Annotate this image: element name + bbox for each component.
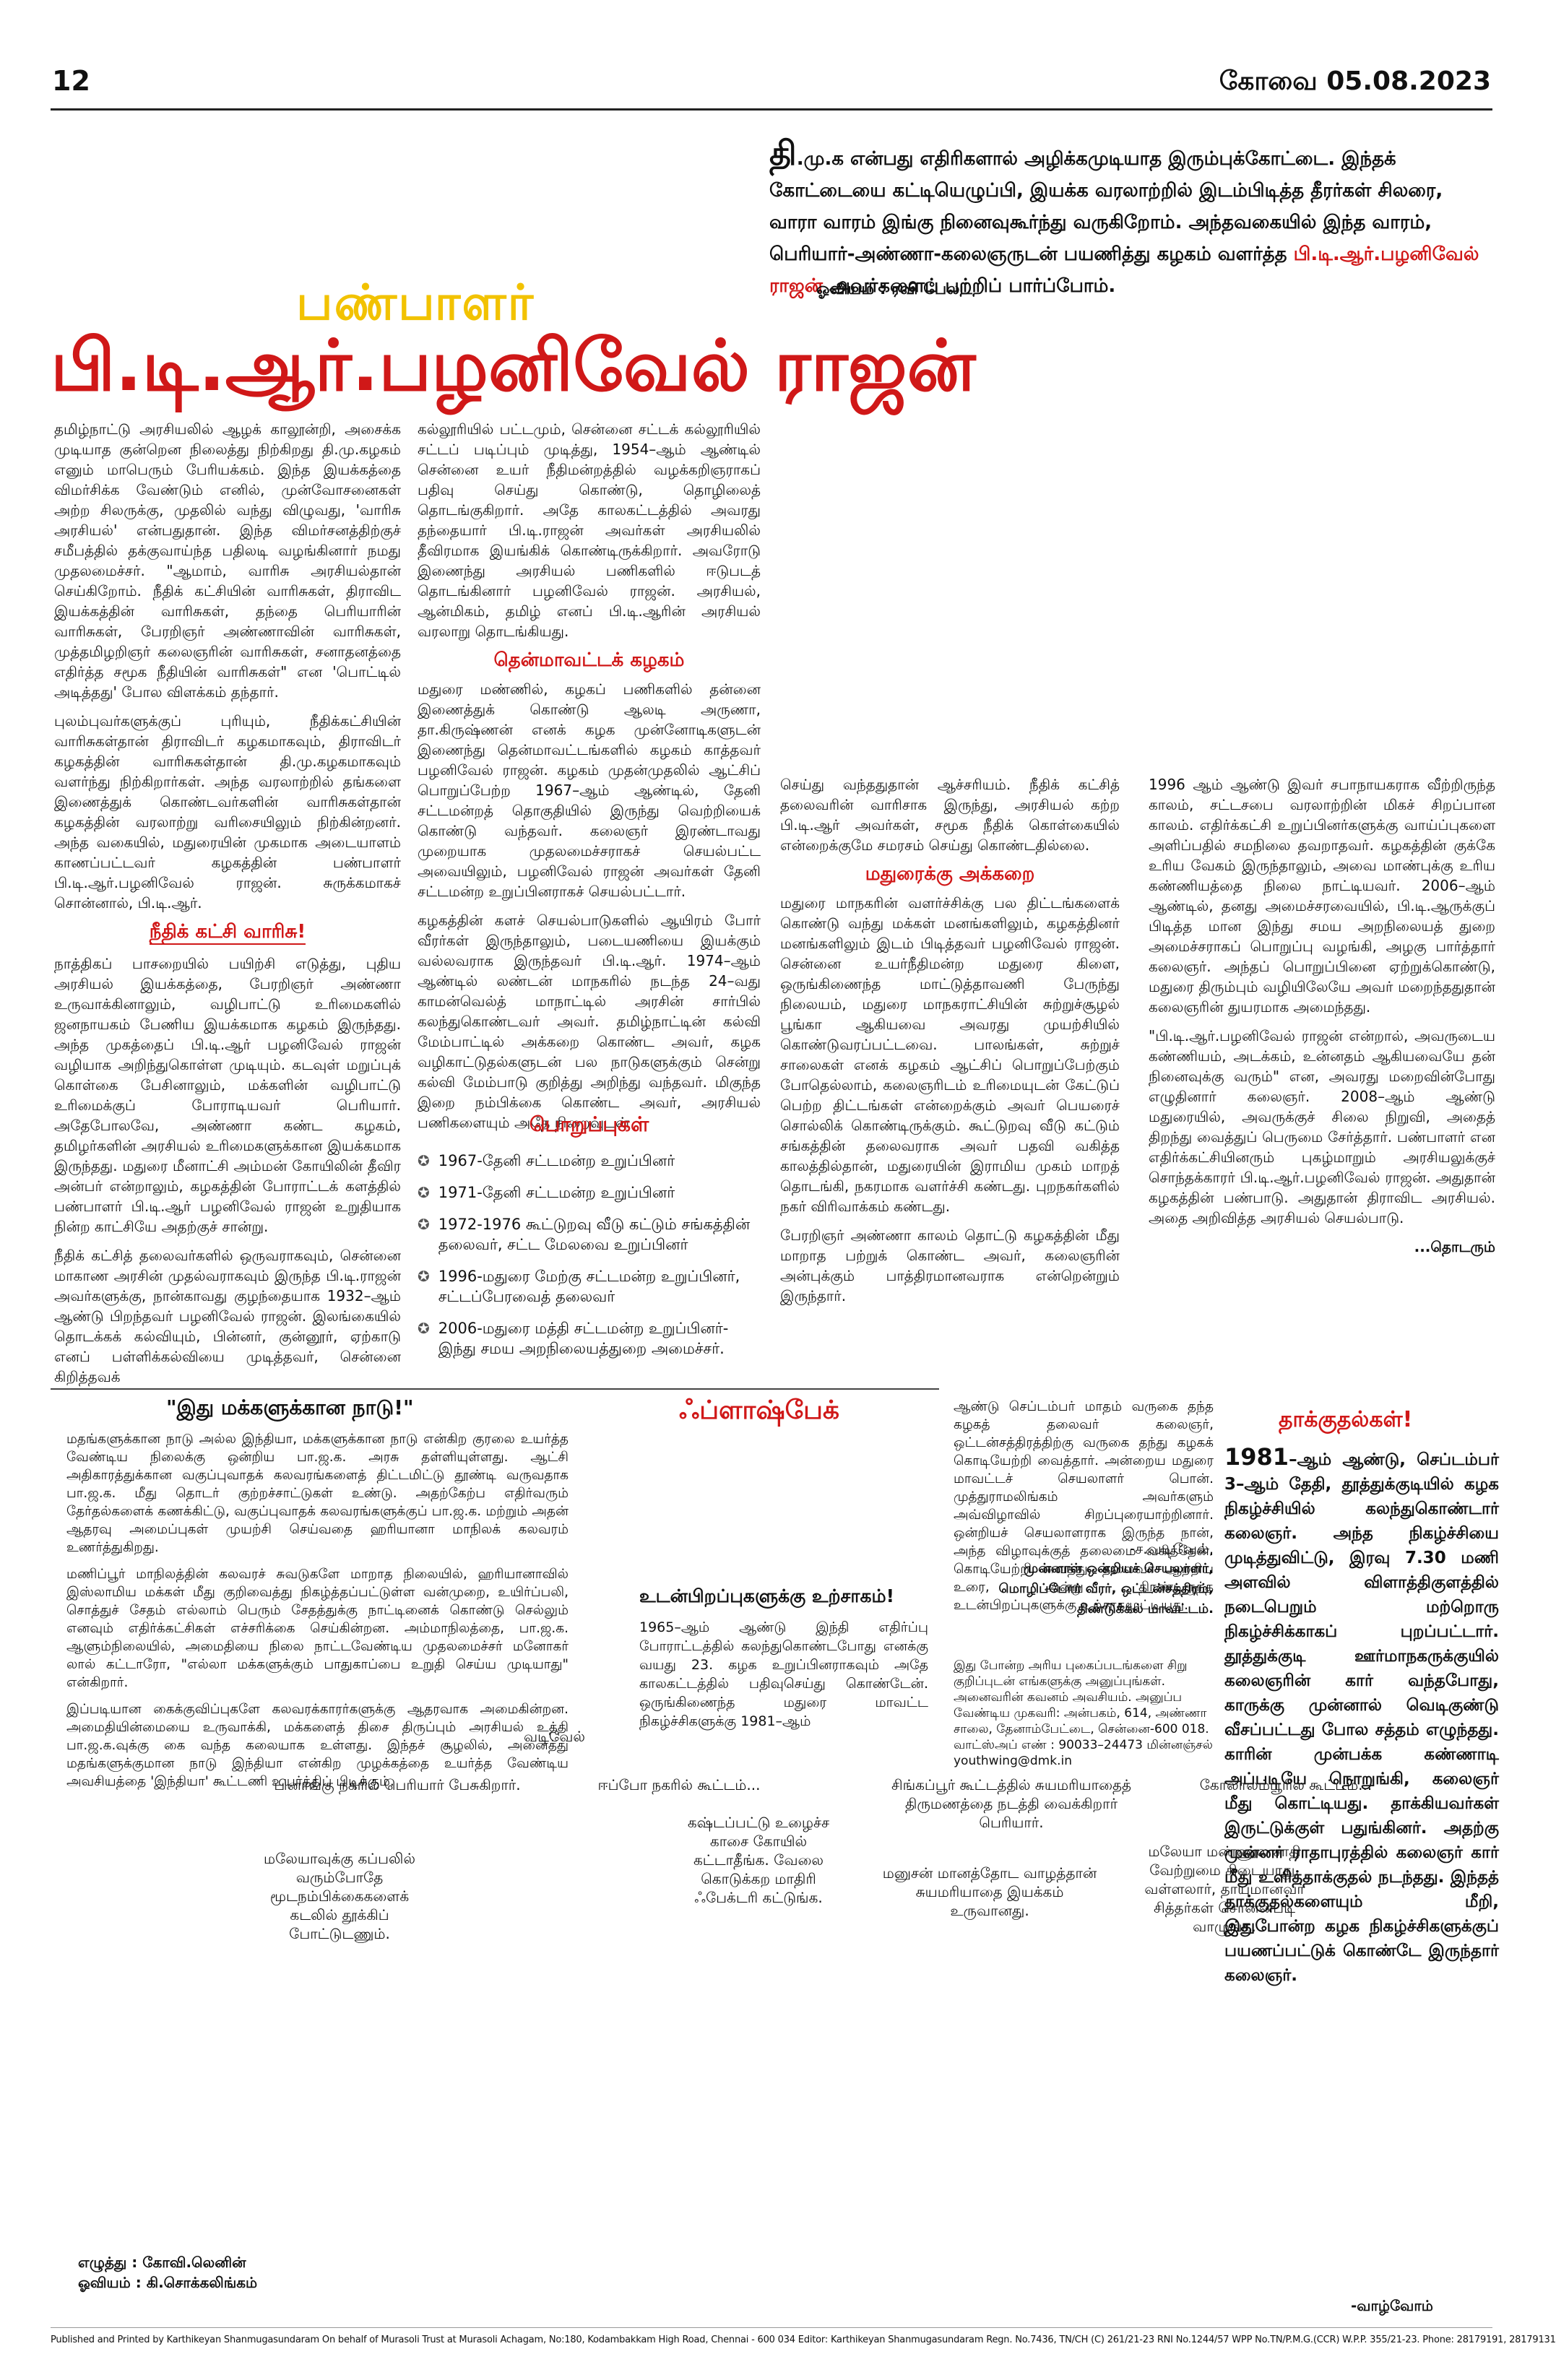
- continued-wrap: ...தொடரும்: [1149, 1237, 1495, 1257]
- bullet-icon: ✪: [418, 1216, 430, 1233]
- responsibility-item: ✪1996-மதுரை மேற்கு சட்டமன்ற உறுப்பினர், …: [418, 1268, 740, 1305]
- intro-blurb: தி.மு.க என்பது எதிரிகளால் அழிக்கமுடியாத …: [769, 137, 1492, 302]
- editorial-para-2: மணிப்பூர் மாநிலத்தின் கலவரச் சுவடுகளே மா…: [66, 1567, 569, 1690]
- intro-highlight: பி.டி.ஆர்.பழனிவேல் ராஜன்: [769, 243, 1479, 297]
- col3-para-2: மதுரை மாநகரின் வளர்ச்சிக்கு பல திட்டங்கள…: [780, 894, 1120, 1215]
- intro-text-1: .மு.க என்பது எதிரிகளால் அழிக்கமுடியாத இர…: [769, 148, 1443, 265]
- col2-subheading: தென்மாவட்டக் கழகம்: [493, 649, 685, 671]
- comic-speech-bubble: மனுசன் மானத்தோட வாழத்தான் சுயமரியாதை இயக…: [882, 1864, 1097, 1919]
- col1-para-2: புலம்புவர்களுக்குப் புரியும், நீதிக்கட்ச…: [54, 712, 401, 912]
- article-column-3: செய்து வந்ததுதான் ஆச்சரியம். நீதிக் கட்ச…: [780, 774, 1120, 1315]
- col3-subheading: மதுரைக்கு அக்கறை: [865, 863, 1035, 885]
- responsibility-item: ✪1967-தேனி சட்டமன்ற உறுப்பினர்: [418, 1152, 675, 1169]
- col4-para-2: "பி.டி.ஆர்.பழனிவேல் ராஜன் என்றால், அவருட…: [1149, 1027, 1495, 1226]
- flashback-signature: -ச.வடிவேல், முன்னாள் ஒன்றியச் செயலாளர், …: [998, 1540, 1214, 1617]
- editorial-para-3: இப்படியான கைக்குவிப்புகளே கலவரக்காரர்களு…: [66, 1702, 569, 1789]
- intro-text-2: அவர்களைப் பற்றிப் பார்ப்போம்.: [822, 275, 1116, 297]
- col3-para-1: செய்து வந்ததுதான் ஆச்சரியம். நீதிக் கட்ச…: [780, 776, 1120, 854]
- bullet-icon: ✪: [418, 1268, 430, 1285]
- editorial-body: மதங்களுக்கான நாடு அல்ல இந்தியா, மக்களுக்…: [66, 1430, 569, 1799]
- bullet-icon: ✪: [418, 1320, 430, 1337]
- col1-subheading: நீதிக் கட்சி வாரிசு!: [54, 922, 401, 945]
- col1-para-1: தமிழ்நாட்டு அரசியலில் ஆழக் காலூன்றி, அசை…: [54, 420, 401, 701]
- comic-credits: எழுத்து : கோவி.லெனின் ஓவியம் : கி.சொக்கல…: [78, 2254, 258, 2291]
- responsibility-item: ✪1972-1976 கூட்டுறவு வீடு கட்டும் சங்கத்…: [418, 1216, 751, 1253]
- edition-date: கோவை 05.08.2023: [1219, 66, 1491, 96]
- section-kicker: பண்பாளர்: [296, 274, 535, 332]
- bullet-icon: ✪: [418, 1184, 430, 1201]
- editorial-title: "இது மக்களுக்கான நாடு!": [166, 1395, 414, 1419]
- article-column-2: கல்லூரியில் பட்டமும், சென்னை சட்டக் கல்ல…: [418, 419, 761, 1141]
- col1-para-3: நாத்திகப் பாசறையில் பயிற்சி எடுத்து, புத…: [54, 955, 401, 1235]
- editorial-signature: வடிவேல்: [524, 1728, 585, 1745]
- col4-para-1: 1996 ஆம் ஆண்டு இவர் சபாநாயகராக வீற்றிருந…: [1149, 776, 1495, 1016]
- editorial-para-1: மதங்களுக்கான நாடு அல்ல இந்தியா, மக்களுக்…: [66, 1432, 569, 1555]
- responsibilities-title: பொறுப்புகள்: [529, 1112, 649, 1136]
- print-imprint: Published and Printed by Karthikeyan Sha…: [51, 2334, 1556, 2345]
- section-divider: [51, 1388, 939, 1390]
- comic-strip: பினாங்கு நகரில் பெரியார் பேசுகிறார். மலே…: [51, 1770, 1495, 2232]
- intro-lead: தி: [769, 134, 797, 173]
- comic-caption: ஈப்போ நகரில் கூட்டம்...: [597, 1776, 761, 1793]
- submission-notice: இது போன்ற அரிய புகைப்படங்களை சிறு குறிப்…: [954, 1658, 1213, 1768]
- col2-para-2: மதுரை மண்ணில், கழகப் பணிகளில் தன்னை இணைத…: [418, 680, 761, 900]
- col2-para-3: கழகத்தின் களச் செயல்பாடுகளில் ஆயிரம் போர…: [418, 912, 761, 1131]
- page-number: 12: [52, 65, 90, 97]
- comic-end-marker: -வாழ்வோம்: [1351, 2297, 1433, 2314]
- col1-para-4: நீதிக் கட்சித் தலைவர்களில் ஒருவராகவும், …: [54, 1247, 401, 1385]
- col2-para-1: கல்லூரியில் பட்டமும், சென்னை சட்டக் கல்ல…: [418, 420, 761, 640]
- header-rule: [51, 108, 1492, 111]
- col3-para-3: பேரறிஞர் அண்ணா காலம் தொட்டு கழகத்தின் மீ…: [780, 1226, 1120, 1304]
- flashback-subtitle: உடன்பிறப்புகளுக்கு உற்சாகம்!: [639, 1585, 894, 1606]
- footer-rule: [51, 2327, 1492, 2328]
- attacks-title: தாக்குதல்கள்!: [1279, 1407, 1413, 1432]
- article-column-4: 1996 ஆம் ஆண்டு இவர் சபாநாயகராக வீற்றிருந…: [1149, 774, 1495, 1257]
- responsibility-item: ✪2006-மதுரை மத்தி சட்டமன்ற உறுப்பினர்-இந…: [418, 1320, 729, 1357]
- responsibility-item: ✪1971-தேனி சட்டமன்ற உறுப்பினர்: [418, 1184, 675, 1201]
- responsibilities-box: பொறுப்புகள் ✪1967-தேனி சட்டமன்ற உறுப்பின…: [418, 1112, 761, 1370]
- attacks-body: 1981–ஆம் ஆண்டு, செப்டம்பர் 3–ஆம் தேதி, த…: [1224, 1443, 1499, 1985]
- comic-speech-bubble: மலேயாவுக்கு கப்பலில் வரும்போதே மூடநம்பிக…: [264, 1850, 415, 1942]
- flashback-para-2: ஆண்டு செப்டம்பர் மாதம் வருகை தந்த கழகத் …: [954, 1399, 1214, 1613]
- comic-speech-bubble: கஷ்டப்பட்டு உழைச்ச காசை கோயில் கட்டாதீங்…: [687, 1814, 830, 1906]
- flashback-title: ஃப்ளாஷ்பேக்: [679, 1395, 839, 1425]
- continued-marker: ...தொடரும்: [1414, 1238, 1495, 1255]
- flashback-para-1: 1965–ஆம் ஆண்டு இந்தி எதிர்ப்பு போராட்டத்…: [639, 1619, 928, 1729]
- illustration-credit: ஓவியம் : ரவி பேலட்: [816, 280, 972, 298]
- comic-caption: பினாங்கு நகரில் பெரியார் பேசுகிறார்.: [274, 1776, 521, 1793]
- responsibilities-list: ✪1967-தேனி சட்டமன்ற உறுப்பினர் ✪1971-தேன…: [418, 1151, 761, 1359]
- comic-caption: கோலாலம்பூரில் கூட்டம்...: [1199, 1776, 1373, 1793]
- headline: பி.டி.ஆர்.பழனிவேல் ராஜன்: [51, 325, 976, 407]
- comic-caption: சிங்கப்பூர் கூட்டத்தில் சுயமரியாதைத் திர…: [891, 1776, 1132, 1831]
- bullet-icon: ✪: [418, 1152, 430, 1169]
- article-column-1: தமிழ்நாட்டு அரசியலில் ஆழக் காலூன்றி, அசை…: [54, 419, 401, 1395]
- comic-speech-bubble: மலேயா மண்ணுல சாதி வேற்றுமை கிடையாது. வள்…: [1144, 1843, 1305, 1935]
